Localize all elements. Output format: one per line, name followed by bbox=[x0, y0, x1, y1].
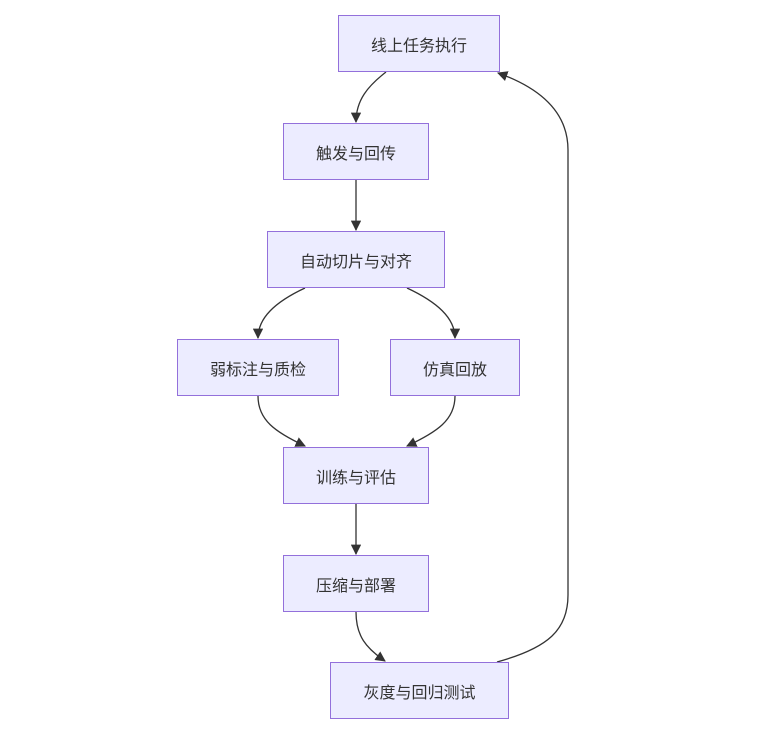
edge-auto-slice-to-sim-replay bbox=[406, 287, 461, 340]
node-label: 自动切片与对齐 bbox=[299, 251, 412, 271]
node-gray-release-and-regression-test: 灰度与回归测试 bbox=[330, 662, 509, 719]
node-trigger-and-return: 触发与回传 bbox=[283, 123, 429, 180]
edge-online-exec-to-trigger-return bbox=[350, 71, 387, 124]
node-label: 训练与评估 bbox=[315, 467, 396, 487]
node-simulation-replay: 仿真回放 bbox=[390, 339, 520, 396]
edge-compress-deploy-to-gray-regression bbox=[355, 611, 386, 662]
node-label: 触发与回传 bbox=[315, 143, 396, 163]
node-label: 弱标注与质检 bbox=[209, 359, 306, 379]
edge-auto-slice-to-weak-label bbox=[252, 287, 306, 340]
node-online-task-execution: 线上任务执行 bbox=[338, 15, 500, 72]
node-label: 仿真回放 bbox=[422, 359, 487, 379]
edge-gray-regression-to-online-exec bbox=[496, 71, 569, 663]
node-auto-slice-and-align: 自动切片与对齐 bbox=[267, 231, 445, 288]
node-label: 线上任务执行 bbox=[370, 35, 467, 55]
node-label: 压缩与部署 bbox=[315, 575, 396, 595]
node-label: 灰度与回归测试 bbox=[363, 682, 476, 702]
node-train-and-evaluate: 训练与评估 bbox=[283, 447, 429, 504]
node-compress-and-deploy: 压缩与部署 bbox=[283, 555, 429, 612]
edge-sim-replay-to-train-eval bbox=[406, 395, 456, 447]
node-weak-label-and-qc: 弱标注与质检 bbox=[177, 339, 339, 396]
edge-weak-label-to-train-eval bbox=[257, 395, 306, 447]
